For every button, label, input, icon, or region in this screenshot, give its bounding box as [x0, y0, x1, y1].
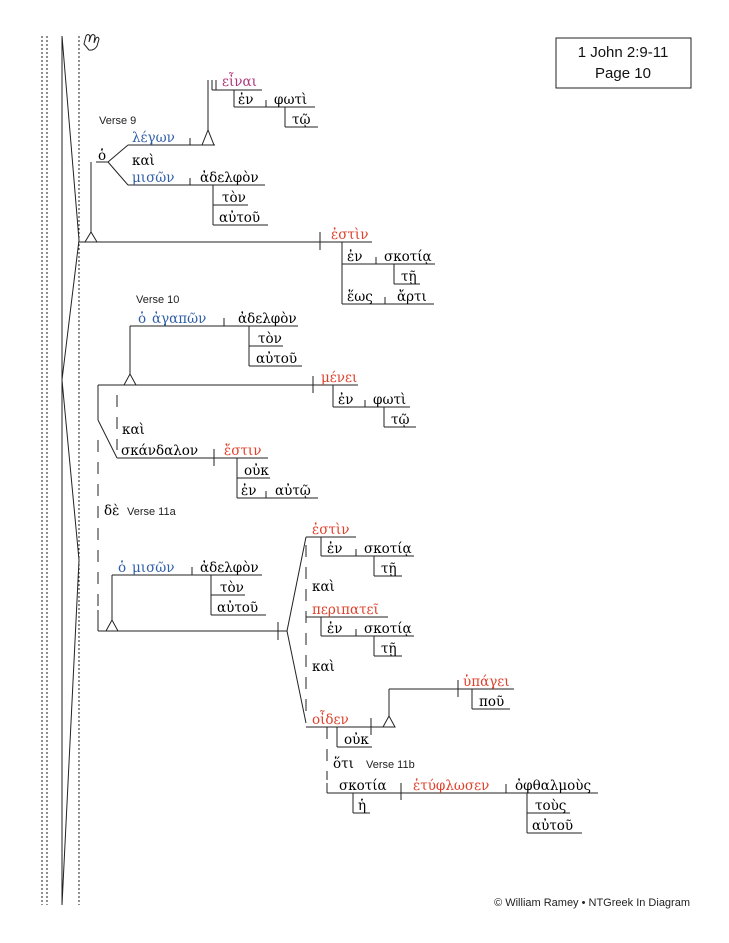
word-ouk: οὐκ — [344, 732, 369, 748]
word-en: ἐν — [327, 621, 342, 637]
word-skotia: σκοτίᾳ — [384, 249, 432, 265]
word-foti: φωτὶ — [373, 392, 406, 408]
word-arti: ἄρτι — [397, 289, 427, 305]
word-en: ἐν — [347, 249, 362, 265]
word-skandalon: σκάνδαλον — [121, 443, 198, 459]
word-estin: ἐστὶν — [331, 227, 368, 243]
word-kai: καὶ — [132, 153, 155, 169]
word-oiden: οἶδεν — [312, 711, 349, 728]
word-menei: μένει — [321, 370, 357, 386]
reference-box: 1 John 2:9-11 Page 10 — [555, 37, 692, 89]
word-de: δὲ — [104, 503, 119, 519]
verse-11a-words: ὁ μισῶν ἀδελφὸν τὸν αὐτοῦ ἐστὶν ἐν σκοτί… — [118, 522, 510, 748]
word-adelfon: ἀδελφὸν — [200, 560, 259, 576]
verse-10-label: Verse 10 — [136, 294, 179, 306]
word-to: τῷ — [391, 412, 409, 428]
page-number: Page 10 — [595, 65, 651, 82]
word-estin: ἔστιν — [224, 443, 261, 459]
word-adelfon: ἀδελφὸν — [238, 311, 297, 327]
word-adelfon: ἀδελφὸν — [200, 170, 259, 186]
verse-11a-lines — [97, 536, 514, 780]
word-skotia: σκοτίᾳ — [364, 541, 412, 557]
word-kai: καὶ — [312, 659, 335, 675]
left-border — [41, 35, 80, 906]
word-autou: αὐτοῦ — [532, 818, 573, 834]
hand-pointer-icon[interactable] — [83, 34, 100, 51]
word-kai: καὶ — [122, 422, 145, 438]
word-ho: ὁ — [138, 311, 146, 327]
verse-10-words: ὁ ἀγαπῶν ἀδελφὸν τὸν αὐτοῦ μένει ἐν φωτὶ… — [121, 311, 409, 499]
word-te: τῇ — [381, 561, 397, 577]
copyright-footer: © William Ramey • NTGreek In Diagram — [494, 897, 690, 909]
word-etyflosen: ἐτύφλωσεν — [413, 778, 489, 794]
word-autou: αὐτοῦ — [217, 600, 258, 616]
word-mison: μισῶν — [132, 170, 175, 186]
word-te: τῇ — [381, 641, 397, 657]
word-en: ἐν — [338, 392, 353, 408]
word-hypagei: ὑπάγει — [463, 674, 510, 690]
word-einai: εἶναι — [222, 73, 257, 90]
word-ton: τὸν — [222, 190, 246, 206]
word-ho: ὁ — [118, 560, 126, 576]
word-en: ἐν — [241, 483, 256, 499]
verse-10-lines — [97, 318, 416, 610]
word-peripatei: περιπατεῖ — [312, 602, 379, 618]
word-estin: ἐστὶν — [312, 522, 349, 538]
word-heos: ἕως — [347, 289, 373, 305]
verse-11b-label: Verse 11b — [366, 759, 415, 771]
word-ouk: οὐκ — [244, 463, 269, 479]
word-en: ἐν — [327, 541, 342, 557]
word-kai: καὶ — [312, 579, 335, 595]
word-to: τῷ — [292, 112, 310, 128]
word-autou: αὐτοῦ — [256, 351, 297, 367]
word-legon: λέγων — [132, 130, 175, 146]
word-skotia: σκοτία — [339, 778, 387, 794]
word-ton: τὸν — [220, 580, 244, 596]
word-skotia: σκοτίᾳ — [364, 621, 412, 637]
word-en: ἐν — [238, 92, 253, 108]
word-he: ἡ — [358, 798, 366, 814]
word-te: τῇ — [401, 269, 417, 285]
word-agapon: ἀγαπῶν — [152, 311, 206, 327]
word-auto: αὐτῷ — [275, 483, 311, 499]
verse-11b-lines — [326, 783, 598, 834]
word-tous: τοὺς — [535, 798, 566, 814]
verse-9-words: εἶναι ἐν φωτὶ τῷ ὁ λέγων καὶ μισῶν ἀδελφ… — [98, 73, 432, 305]
word-pou: ποῦ — [479, 694, 504, 710]
word-foti: φωτὶ — [274, 92, 307, 108]
verse-9-label: Verse 9 — [99, 115, 136, 127]
reference-title: 1 John 2:9-11 — [578, 44, 669, 61]
word-hoti: ὅτι — [333, 756, 354, 772]
word-ton: τὸν — [258, 331, 282, 347]
word-autou: αὐτοῦ — [219, 210, 260, 226]
verse-11a-label: Verse 11a — [127, 506, 177, 518]
verse-11b-words: σκοτία ἐτύφλωσεν ὀφθαλμοὺς ἡ τοὺς αὐτοῦ — [339, 778, 591, 834]
word-ho: ὁ — [98, 148, 106, 164]
verse-9-lines — [79, 80, 435, 305]
word-mison: μισῶν — [132, 560, 175, 576]
word-ofthalmous: ὀφθαλμοὺς — [515, 778, 591, 794]
